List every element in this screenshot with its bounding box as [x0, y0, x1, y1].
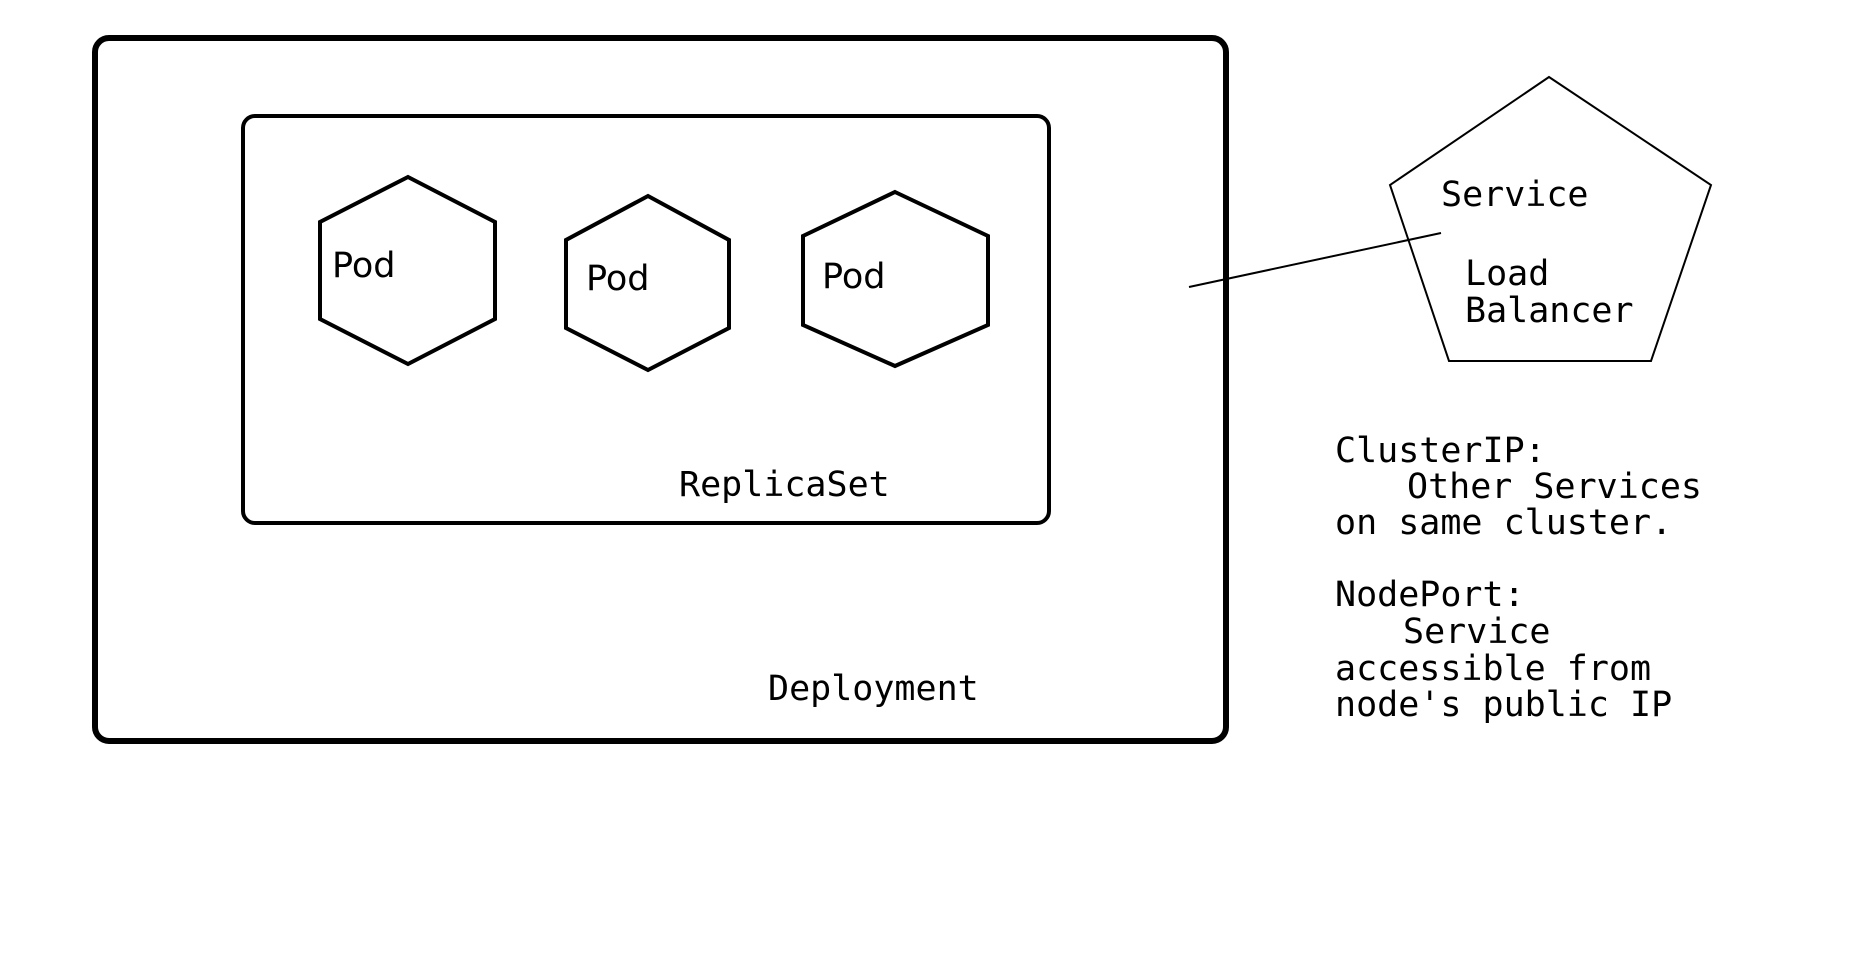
- clusterip-line2: on same cluster.: [1335, 503, 1672, 543]
- nodeport-line2: accessible from: [1335, 649, 1651, 689]
- pod-2: Pod: [564, 193, 731, 373]
- service-notes: ClusterIP: Other Services on same cluste…: [1335, 431, 1702, 725]
- service-type-line1: Load: [1465, 254, 1549, 294]
- deployment-box: Deployment: [92, 35, 1229, 744]
- pod-3: Pod: [801, 189, 990, 369]
- service-pentagon: Service Load Balancer: [1388, 75, 1713, 362]
- pod-2-label: Pod: [586, 259, 650, 299]
- pod-1-hexagon: [318, 174, 497, 367]
- service-type-line2: Balancer: [1465, 291, 1634, 331]
- pod-3-label: Pod: [822, 257, 886, 297]
- replicaset-label: ReplicaSet: [679, 465, 890, 505]
- connector-line: [1188, 232, 1442, 288]
- pod-2-hexagon: [564, 193, 731, 373]
- nodeport-line1: Service: [1403, 612, 1551, 652]
- replicaset-box: ReplicaSet: [241, 114, 1051, 525]
- service-title: Service: [1441, 175, 1589, 215]
- pod-1-label: Pod: [332, 246, 396, 286]
- pod-3-hexagon: [801, 189, 990, 369]
- deployment-label: Deployment: [768, 669, 979, 709]
- nodeport-line3: node's public IP: [1335, 685, 1672, 725]
- nodeport-heading: NodePort:: [1335, 575, 1525, 615]
- pod-1: Pod: [318, 174, 497, 367]
- service-shape: [1388, 75, 1713, 362]
- clusterip-line1: Other Services: [1407, 467, 1702, 507]
- clusterip-heading: ClusterIP:: [1335, 431, 1546, 471]
